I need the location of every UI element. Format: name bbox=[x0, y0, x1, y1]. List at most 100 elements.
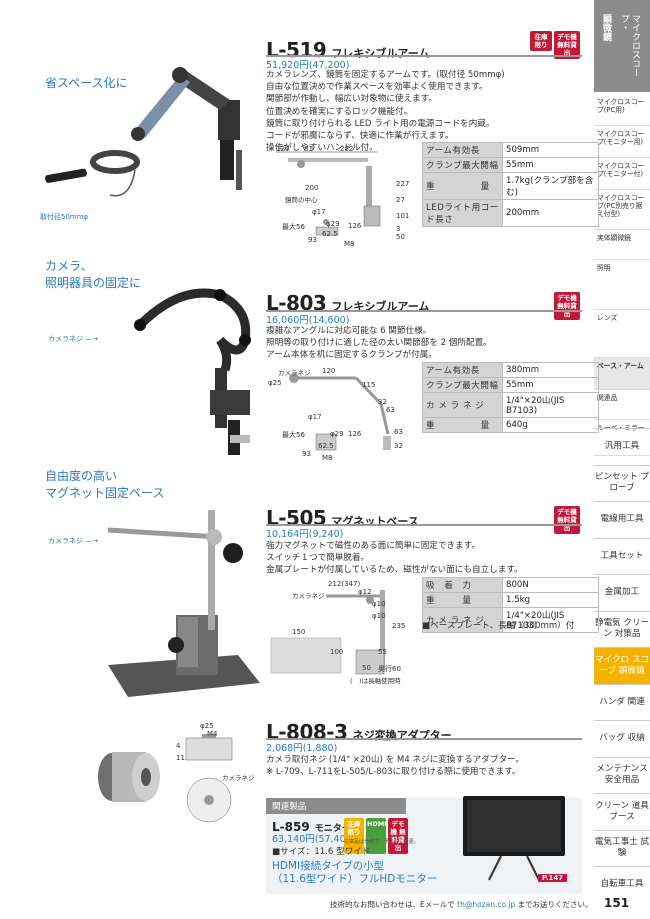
l803-rule bbox=[266, 310, 582, 312]
l519-dim-93: 93 bbox=[308, 236, 317, 244]
l803-dim-phi17: φ17 bbox=[308, 413, 322, 421]
sidebar-sub-item[interactable]: 実体顕微鏡 bbox=[594, 230, 650, 260]
sidebar-category-item[interactable]: マイクロ スコープ 顕微鏡 bbox=[594, 647, 650, 684]
sidebar-category-item[interactable]: クリーン 道具ブース bbox=[594, 793, 650, 830]
l505-rule bbox=[266, 524, 582, 526]
sidebar-category-item[interactable]: 金属加工 bbox=[594, 574, 650, 611]
description-line: 位置決めを確実にするロック機能付。 bbox=[266, 106, 413, 117]
sidebar-sub-item[interactable]: マイクロスコープ(PC用) bbox=[594, 94, 650, 126]
spec-value: 55mm bbox=[502, 157, 599, 173]
l519-badge-demo: デモ機 無料貸出 bbox=[554, 31, 580, 59]
l505-description: 強力マグネットで磁性のある面に簡単に固定できます。スイッチ１つで簡単脱着。金属プ… bbox=[266, 540, 586, 577]
demo-badge: デモ機 無料貸出 bbox=[554, 292, 580, 320]
l803-dimension-drawing bbox=[266, 364, 416, 474]
l8083-description: カメラ取付ネジ (1/4" ×20山) を M4 ネジに変換するアダプター。※ … bbox=[266, 754, 586, 778]
description-line: 複雑なアングルに対応可能な 6 関節仕様。 bbox=[266, 326, 432, 336]
spec-key: クランプ最大開幅 bbox=[422, 377, 503, 393]
sidebar-sub-item[interactable]: マイクロスコープ(モニター用) bbox=[594, 126, 650, 158]
sidebar-sub-item[interactable]: 関連品 bbox=[594, 390, 650, 420]
sidebar-sub-list: マイクロスコープ(PC用)マイクロスコープ(モニター用)マイクロスコープ(モニタ… bbox=[594, 94, 650, 456]
l803-dim-62-5: 62.5 bbox=[318, 442, 334, 450]
l519-photo-label: 取付径50mmφ bbox=[40, 213, 89, 221]
l505-dim-phi10a: φ10 bbox=[372, 600, 386, 608]
spec-value: 800N bbox=[502, 577, 599, 593]
sidebar-header: 顕微鏡 マイクロスコープ・ bbox=[594, 0, 650, 92]
related-hdmi-badge: HDMI bbox=[366, 818, 387, 854]
l505-dim-235: 235 bbox=[392, 622, 406, 630]
spec-key: クランプ最大開幅 bbox=[422, 157, 503, 173]
spec-key: カ メ ラ ネ ジ bbox=[422, 392, 503, 418]
sidebar-category-item[interactable]: ハンダ 関連 bbox=[594, 683, 650, 721]
description-line: 強力マグネットで磁性のある面に簡単に固定できます。 bbox=[266, 541, 480, 551]
sidebar-category-item[interactable]: バッグ 収納 bbox=[594, 720, 650, 757]
sidebar-sub-item[interactable]: 照明 bbox=[594, 260, 650, 310]
description-line: 金属プレートが付属しているため、磁性がない面にも自立します。 bbox=[266, 565, 523, 576]
sidebar-sub-item[interactable]: マイクロスコープ(モニター付) bbox=[594, 158, 650, 190]
l519-dim-200: 200 bbox=[305, 184, 319, 192]
related-page-ref[interactable]: P.147 bbox=[538, 874, 568, 882]
l803-dim-phi29: φ29 bbox=[330, 430, 344, 438]
sidebar-category-item[interactable]: 電気工事士 試験 bbox=[594, 829, 650, 867]
sidebar-sub-item[interactable]: マイクロスコープ(PC別売り据え付型) bbox=[594, 190, 650, 230]
related-size: ■サイズ：11.6 型ワイド bbox=[272, 847, 371, 857]
l519-dim-81: 81 bbox=[304, 145, 313, 153]
l519-dim-101: 101 bbox=[396, 212, 410, 220]
l519-dimension-drawing bbox=[266, 142, 416, 252]
l8083-dim-phi25: φ25 bbox=[200, 722, 214, 730]
l803-dim-32b: 32 bbox=[394, 442, 403, 450]
description-line: アーム本体を机に固定するクランプが付属。 bbox=[266, 350, 437, 361]
sidebar-category-item[interactable]: 自転車工具 bbox=[594, 866, 650, 903]
sidebar-sub-item[interactable]: レンズ bbox=[594, 310, 650, 358]
l519-badge-stock: 在庫 限り bbox=[530, 31, 552, 51]
sidebar-category-item[interactable]: 電線用工具 bbox=[594, 501, 650, 538]
related-header: 関連製品 bbox=[266, 798, 406, 814]
sidebar-header-sub: 顕微鏡 bbox=[601, 14, 611, 41]
l803-caption: カメラ、 照明器具の固定に bbox=[45, 259, 142, 290]
description-line: 照明等の取り付けに適した径の太い関節部を 2 個所配置。 bbox=[266, 338, 492, 349]
description-line: 関節部が作動し、幅広い対象物に使えます。 bbox=[266, 94, 438, 105]
flex-arm-photo-icon bbox=[134, 288, 251, 455]
l505-camera-screw-label: カメラネジ bbox=[48, 537, 83, 545]
sidebar-sub-item[interactable]: ベース・アーム bbox=[594, 358, 650, 390]
spec-value: 1/4"×20山(JIS B7103) bbox=[502, 607, 599, 633]
related-product-box[interactable]: 関連製品 L-859 モニター 63,140円(57,400) 在庫 限り HD… bbox=[266, 796, 582, 894]
sidebar-category-item[interactable]: 工具セット bbox=[594, 537, 650, 575]
l8083-dim-4: 4 bbox=[176, 742, 181, 750]
l505-name: マグネットベース bbox=[331, 515, 419, 528]
footer-contact: 技術的なお問い合わせは、Eメールで th@hozan.co.jp までお送りくだ… bbox=[330, 899, 593, 910]
l519-dim-282: 282 bbox=[340, 145, 354, 153]
sidebar-category-item[interactable]: メンテナンス 安全用品 bbox=[594, 756, 650, 794]
l803-dim-63b: 63 bbox=[394, 428, 403, 436]
l8083-photo bbox=[88, 722, 168, 812]
spec-key: 重 量 bbox=[422, 417, 503, 433]
related-tagline: HDMI接続タイプの小型 （11.6型ワイド）フルHDモニター bbox=[272, 860, 437, 886]
l803-dim-115: 115 bbox=[362, 381, 376, 389]
l519-dim-227: 227 bbox=[396, 180, 410, 188]
spec-key: 吸 着 力 bbox=[422, 577, 503, 593]
sidebar-category-item[interactable]: 汎用工具 bbox=[594, 428, 650, 465]
sidebar-category-list: 汎用工具ピンセット プローブ電線用工具工具セット金属加工静電気 クリーン 対策品… bbox=[594, 428, 650, 903]
sidebar-category-item[interactable]: 静電気 クリーン 対策品 bbox=[594, 610, 650, 648]
footer-email[interactable]: th@hozan.co.jp bbox=[457, 900, 516, 909]
related-stock-badge: 在庫 限り bbox=[344, 818, 364, 854]
l803-dim-93: 93 bbox=[302, 450, 311, 458]
l519-dim-phi17: φ17 bbox=[312, 208, 326, 216]
l8083-price: 2,068円(1,880) bbox=[266, 743, 338, 754]
description-line: ※ L-709、L-711をL-505/L-803に取り付ける際に使用できます。 bbox=[266, 767, 521, 778]
arm-photo-icon bbox=[45, 67, 242, 197]
spec-value: 1.5kg bbox=[502, 592, 599, 608]
l505-dim-150: 150 bbox=[292, 628, 306, 636]
l803-name: フレキシブルアーム bbox=[331, 300, 430, 313]
l519-dim-126: 126 bbox=[348, 222, 362, 230]
stock-badge: 在庫 限り bbox=[530, 31, 552, 51]
sidebar-category-item[interactable]: ピンセット プローブ bbox=[594, 464, 650, 502]
related-badges: 在庫 限り HDMI デモ機 無料貸出 bbox=[344, 818, 408, 854]
l519-dim-62-5: 62.5 bbox=[322, 230, 338, 238]
spec-value: 200mm bbox=[502, 199, 599, 227]
description-line: スイッチ１つで簡単脱着。 bbox=[266, 553, 370, 564]
